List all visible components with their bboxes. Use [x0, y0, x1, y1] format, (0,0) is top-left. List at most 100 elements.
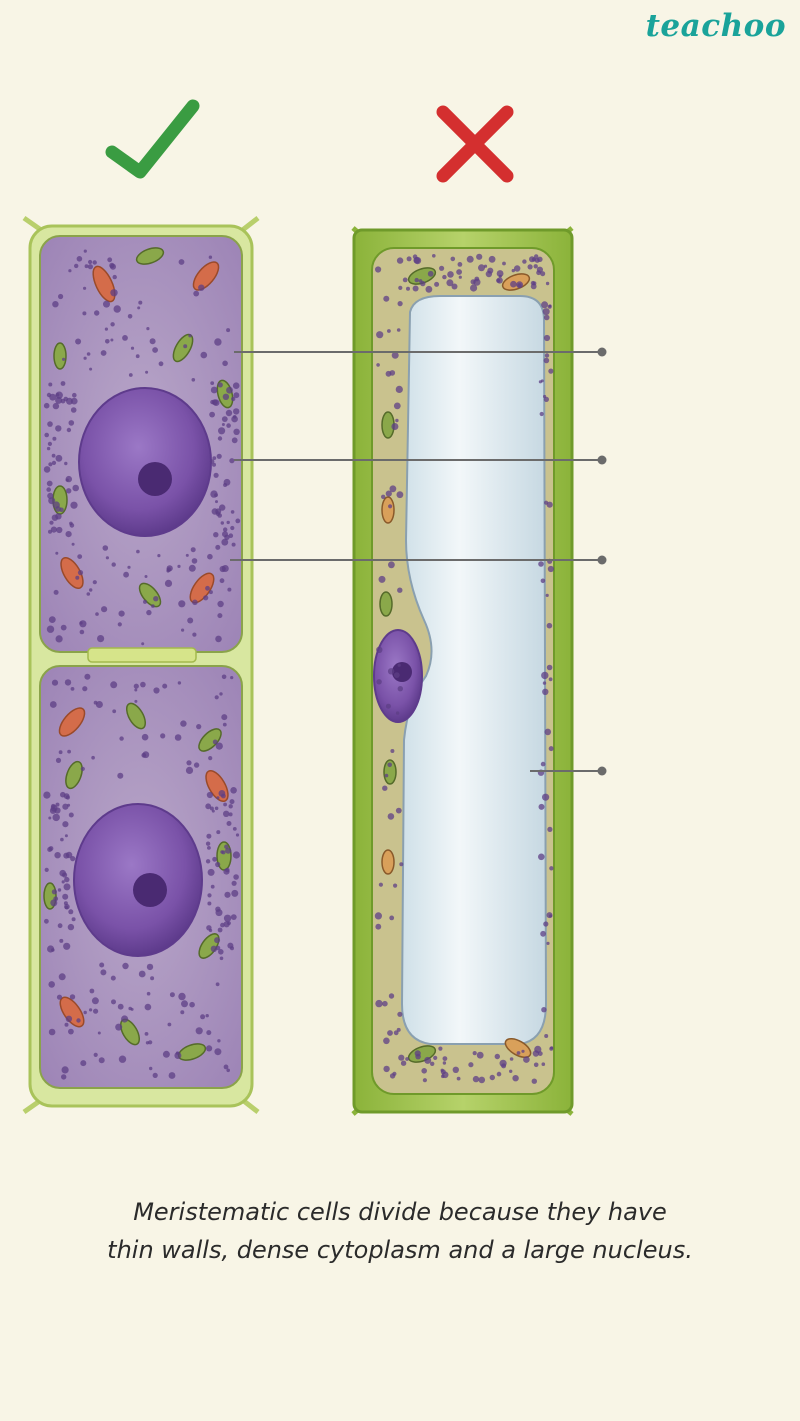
caption: Meristematic cells divide because they h…	[60, 1193, 740, 1269]
granule	[548, 746, 554, 752]
granule	[376, 679, 382, 685]
granule	[516, 1051, 521, 1055]
granule	[221, 850, 226, 855]
granule	[110, 681, 118, 689]
granule	[62, 357, 66, 361]
granule	[375, 923, 382, 930]
granule	[398, 1054, 405, 1061]
cytoplasm-granules	[43, 249, 241, 1080]
granule	[523, 1056, 530, 1063]
granule	[153, 596, 159, 602]
granule	[218, 949, 224, 955]
granule	[522, 259, 527, 264]
granule	[144, 1003, 152, 1011]
granule	[51, 453, 56, 458]
granule	[216, 830, 221, 835]
granule	[205, 841, 211, 846]
granule	[378, 575, 386, 583]
granule	[104, 327, 108, 331]
granule	[210, 381, 215, 385]
granule	[48, 981, 55, 988]
granule	[63, 852, 70, 859]
granule	[541, 671, 549, 680]
granule	[68, 420, 75, 426]
granule	[487, 267, 494, 274]
granule	[440, 1069, 446, 1075]
granule	[110, 289, 118, 297]
granule	[209, 411, 216, 418]
granule	[185, 766, 194, 775]
granule	[67, 923, 75, 931]
granule	[52, 813, 60, 822]
granule	[214, 338, 222, 346]
granule	[215, 500, 218, 504]
granule	[210, 884, 215, 889]
granule	[231, 880, 237, 886]
granule	[148, 1040, 153, 1045]
granule	[509, 1057, 514, 1061]
granule	[203, 595, 209, 601]
granule	[233, 408, 240, 415]
granule	[225, 409, 233, 417]
granule	[223, 527, 228, 532]
granule	[84, 673, 91, 680]
granule	[396, 1027, 401, 1032]
granule	[414, 1050, 421, 1057]
granule	[206, 925, 212, 931]
granule	[93, 1052, 98, 1057]
granule	[47, 847, 53, 852]
caption-line-2: thin walls, dense cytoplasm and a large …	[107, 1236, 693, 1264]
granule	[478, 1076, 486, 1084]
granule	[135, 354, 140, 359]
granule	[230, 787, 237, 794]
granule	[56, 526, 63, 534]
granule	[46, 446, 51, 451]
granule	[227, 921, 231, 925]
granule	[531, 1078, 537, 1084]
granule	[224, 534, 230, 540]
granule	[538, 853, 545, 861]
granule	[230, 510, 235, 514]
granule	[183, 344, 188, 349]
granule	[95, 701, 103, 708]
granule	[517, 283, 522, 288]
granule	[399, 862, 404, 867]
granule	[48, 529, 52, 534]
granule	[141, 733, 149, 741]
granule	[207, 893, 212, 898]
mature-cell	[351, 226, 574, 1116]
granule	[64, 834, 68, 838]
granule	[144, 1032, 149, 1036]
granule	[188, 564, 196, 572]
granule	[456, 269, 462, 275]
granule	[226, 520, 230, 525]
granule	[214, 1048, 222, 1056]
granule	[71, 917, 76, 922]
granule	[200, 351, 208, 359]
granule	[49, 701, 57, 708]
granule	[192, 599, 198, 606]
granule	[196, 724, 202, 730]
granule	[92, 580, 97, 585]
granule	[221, 714, 228, 721]
granule	[119, 736, 124, 741]
granule	[98, 1057, 105, 1064]
granule	[83, 286, 87, 290]
granule	[235, 833, 240, 837]
granule	[534, 254, 539, 259]
granule	[376, 646, 383, 653]
granule	[470, 279, 476, 285]
meristematic-cells	[22, 215, 260, 1115]
granule	[546, 501, 553, 508]
granule	[213, 472, 219, 478]
granule	[542, 793, 550, 801]
granule	[51, 889, 58, 895]
granule	[97, 635, 105, 643]
granule	[414, 277, 419, 283]
granule	[46, 480, 53, 487]
granule	[476, 253, 483, 260]
granule	[549, 1046, 554, 1051]
granule	[221, 565, 229, 572]
granule	[545, 593, 549, 598]
granule	[82, 311, 87, 316]
